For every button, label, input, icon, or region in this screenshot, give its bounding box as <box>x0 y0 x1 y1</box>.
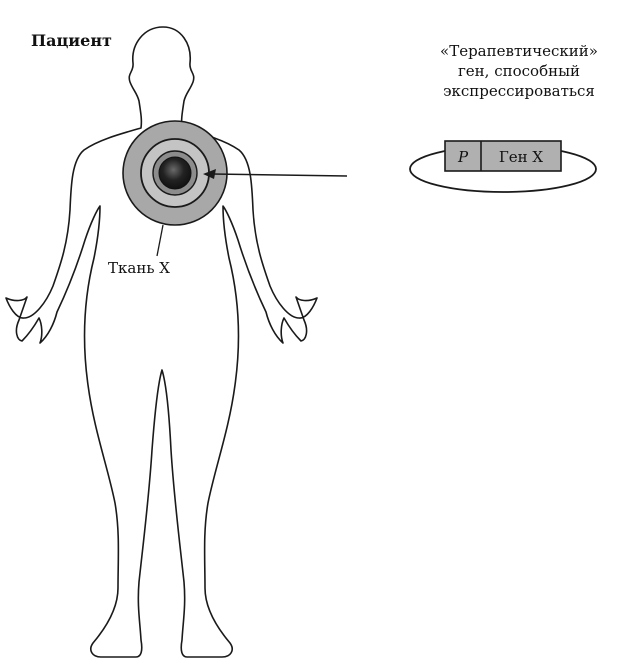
gene-x-label: Ген Х <box>499 148 544 166</box>
therapeutic-gene-caption: «Терапевтический» ген, способный экспрес… <box>408 41 630 101</box>
human-body-outline <box>6 27 317 657</box>
tissue-x-label: Ткань Х <box>108 259 170 277</box>
gene-caption-line: «Терапевтический» <box>408 41 630 61</box>
gene-caption-line: ген, способный <box>408 61 630 81</box>
patient-label: Пациент <box>31 31 112 50</box>
target-cell-core <box>159 157 191 189</box>
gene-caption-line: экспрессироваться <box>408 81 630 101</box>
promoter-label: P <box>457 148 469 166</box>
